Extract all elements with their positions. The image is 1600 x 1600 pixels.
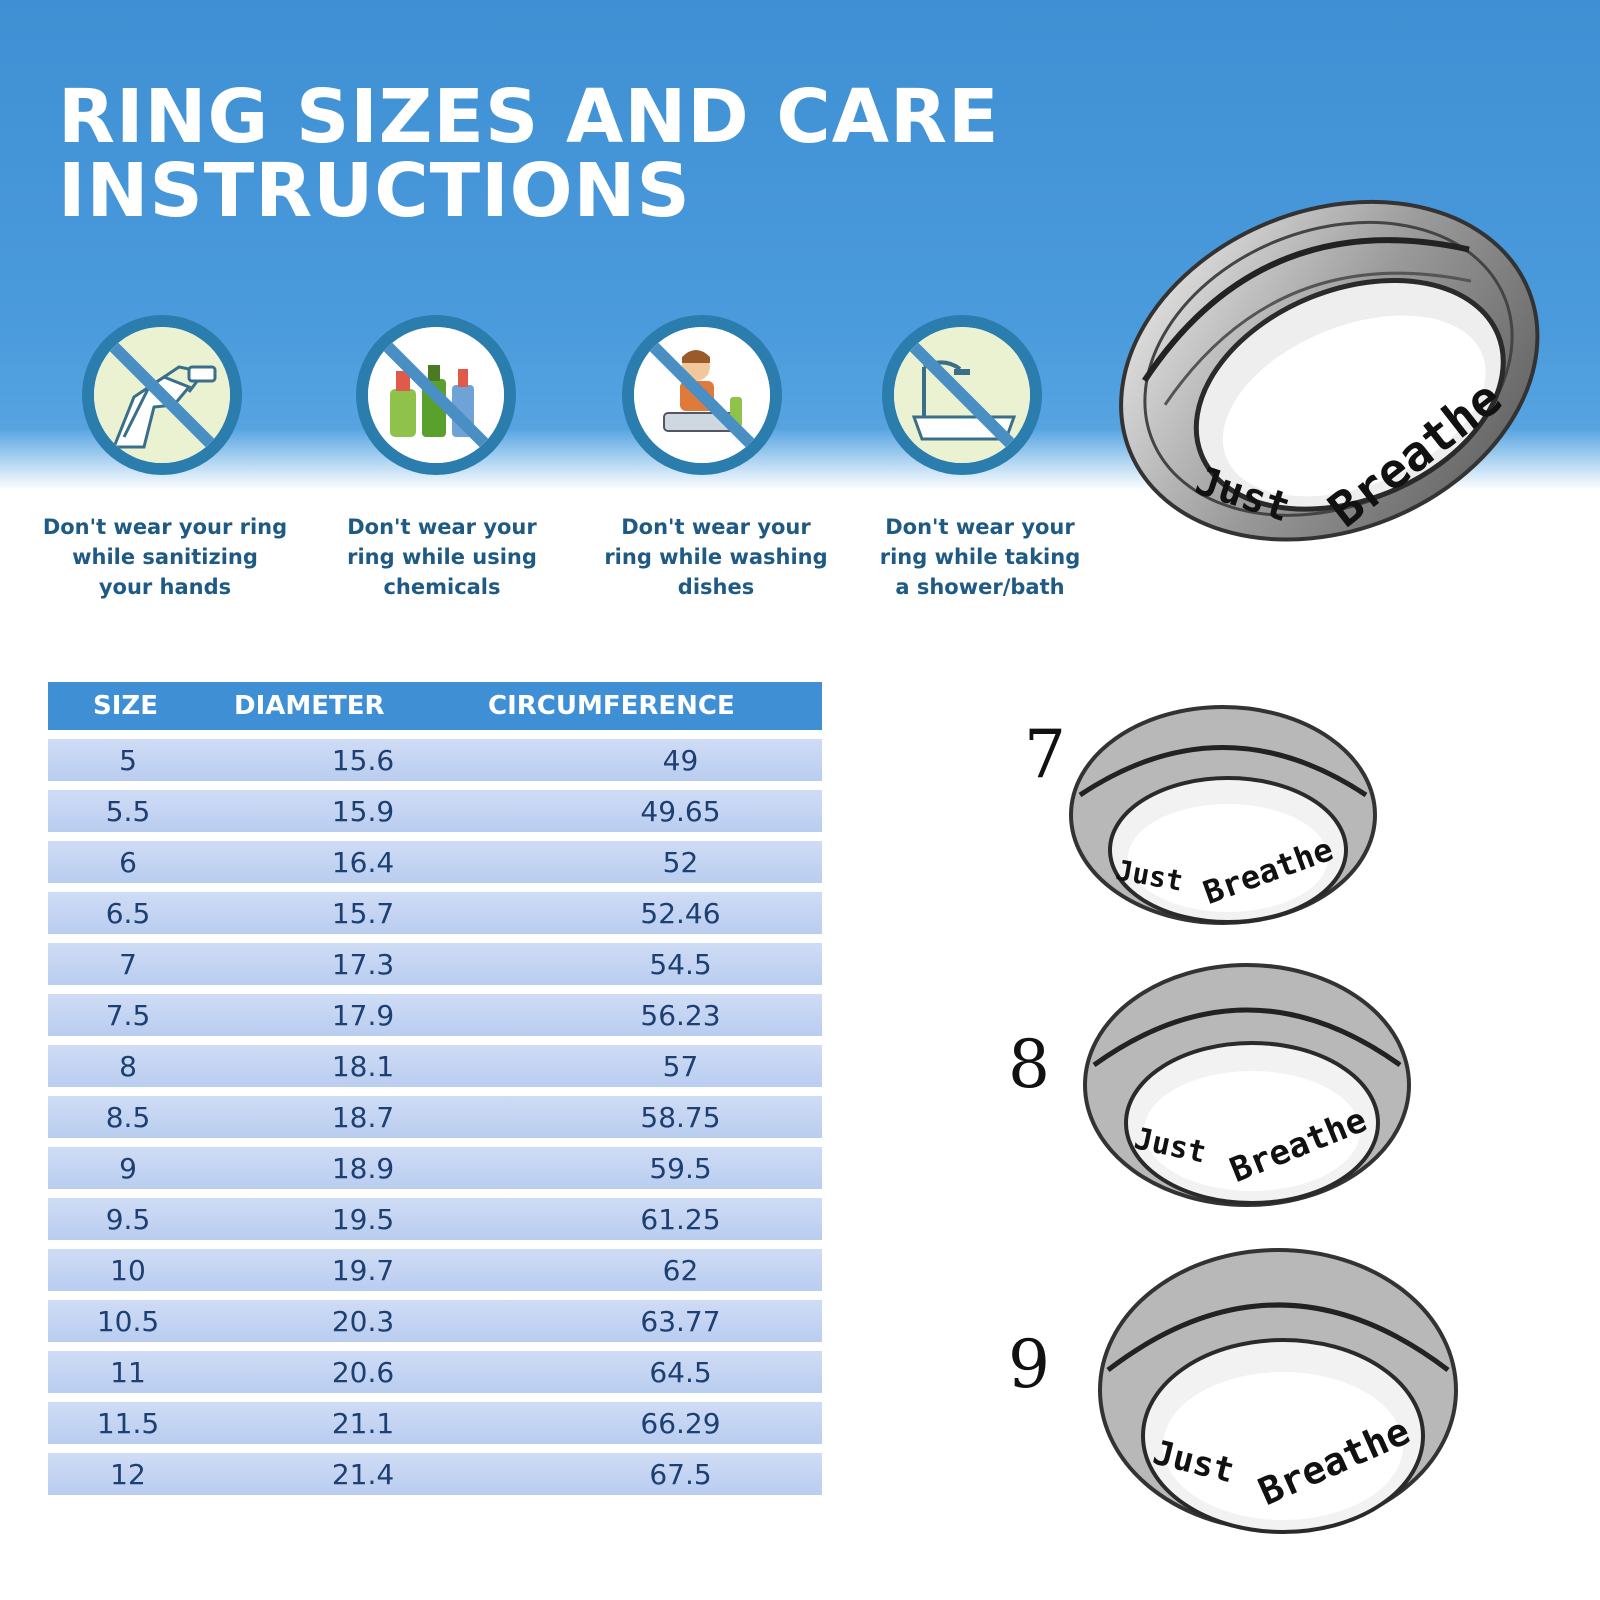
cell-size: 6 (119, 846, 137, 879)
caption-line: Don't wear your ring (42, 515, 288, 539)
cell-circumference: 62 (662, 1254, 699, 1287)
cell-circumference: 67.5 (649, 1458, 712, 1491)
ring-size-7-image: Just Breathe (1058, 700, 1388, 940)
table-header-row: SIZE DIAMETER CIRCUMFERENCE (48, 682, 822, 730)
ring-size-7-label: 7 (1024, 716, 1066, 793)
cell-circumference: 49 (662, 744, 699, 777)
header-circumference: CIRCUMFERENCE (488, 691, 735, 721)
cell-size: 6.5 (105, 897, 151, 930)
care-caption-shower: Don't wear your ring while taking a show… (850, 512, 1110, 602)
cell-diameter: 19.7 (331, 1254, 395, 1287)
shower-bath-icon (882, 315, 1042, 475)
cell-diameter: 20.3 (331, 1305, 395, 1338)
caption-line: Don't wear your (347, 515, 537, 539)
cell-diameter: 15.7 (331, 897, 395, 930)
cell-circumference: 58.75 (640, 1101, 721, 1134)
table-row: 8.5 18.7 58.75 (48, 1096, 822, 1138)
cell-diameter: 21.1 (331, 1407, 395, 1440)
cell-circumference: 61.25 (640, 1203, 721, 1236)
cell-size: 11 (110, 1356, 146, 1389)
table-row: 9 18.9 59.5 (48, 1147, 822, 1189)
table-row: 12 21.4 67.5 (48, 1453, 822, 1495)
washing-dishes-icon (622, 315, 782, 475)
header-diameter: DIAMETER (234, 691, 385, 721)
cell-size: 12 (110, 1458, 146, 1491)
cell-circumference: 63.77 (640, 1305, 721, 1338)
table-row: 10 19.7 62 (48, 1249, 822, 1291)
cell-diameter: 18.1 (331, 1050, 395, 1083)
caption-line: dishes (677, 575, 755, 599)
table-row: 11.5 21.1 66.29 (48, 1402, 822, 1444)
cell-diameter: 19.5 (331, 1203, 395, 1236)
table-row: 6 16.4 52 (48, 841, 822, 883)
cell-size: 7 (119, 948, 137, 981)
care-caption-dishes: Don't wear your ring while washing dishe… (586, 512, 846, 602)
table-row: 9.5 19.5 61.25 (48, 1198, 822, 1240)
table-row: 10.5 20.3 63.77 (48, 1300, 822, 1342)
cell-circumference: 52 (662, 846, 699, 879)
cell-size: 11.5 (96, 1407, 160, 1440)
sanitizer-hands-icon (82, 315, 242, 475)
cell-diameter: 18.7 (331, 1101, 395, 1134)
cell-size: 5 (119, 744, 137, 777)
cell-size: 7.5 (105, 999, 151, 1032)
caption-line: a shower/bath (895, 575, 1065, 599)
ring-size-9-image: Just Breathe (1088, 1240, 1468, 1560)
chemicals-bottles-icon (356, 315, 516, 475)
caption-line: your hands (98, 575, 232, 599)
cell-size: 9 (119, 1152, 137, 1185)
caption-line: while sanitizing (72, 545, 258, 569)
cell-diameter: 20.6 (331, 1356, 395, 1389)
header-size: SIZE (93, 691, 159, 721)
cell-circumference: 59.5 (649, 1152, 712, 1185)
cell-diameter: 15.9 (331, 795, 395, 828)
cell-diameter: 17.3 (331, 948, 395, 981)
table-row: 5.5 15.9 49.65 (48, 790, 822, 832)
ring-size-table: SIZE DIAMETER CIRCUMFERENCE 5 15.6 49 5.5 15… (48, 682, 822, 1495)
title-line-1: RING SIZES AND CARE (58, 74, 1000, 160)
table-body: 5 15.6 49 5.5 15.9 49.65 6 16.4 52 6.5 15.7 52.46 7 1… (48, 739, 822, 1495)
table-row: 8 18.1 57 (48, 1045, 822, 1087)
cell-circumference: 57 (662, 1050, 699, 1083)
ring-large-image: Just Breathe (1098, 150, 1568, 610)
caption-line: ring while washing (604, 545, 828, 569)
cell-circumference: 56.23 (640, 999, 721, 1032)
cell-diameter: 16.4 (331, 846, 395, 879)
cell-diameter: 17.9 (331, 999, 395, 1032)
title-line-2: INSTRUCTIONS (58, 148, 691, 234)
caption-line: Don't wear your (621, 515, 811, 539)
cell-circumference: 64.5 (649, 1356, 712, 1389)
page-title: RING SIZES AND CARE INSTRUCTIONS (58, 80, 1058, 228)
cell-size: 8 (119, 1050, 137, 1083)
cell-size: 10 (110, 1254, 146, 1287)
cell-circumference: 49.65 (640, 795, 721, 828)
ring-size-8-label: 8 (1008, 1026, 1050, 1103)
cell-size: 10.5 (96, 1305, 160, 1338)
table-row: 7.5 17.9 56.23 (48, 994, 822, 1036)
table-row: 7 17.3 54.5 (48, 943, 822, 985)
caption-line: ring while taking (879, 545, 1081, 569)
table-row: 5 15.6 49 (48, 739, 822, 781)
cell-circumference: 66.29 (640, 1407, 721, 1440)
caption-line: ring while using (347, 545, 537, 569)
cell-size: 5.5 (105, 795, 151, 828)
ring-size-8-image: Just Breathe (1072, 955, 1422, 1225)
caption-line: Don't wear your (885, 515, 1075, 539)
cell-size: 8.5 (105, 1101, 151, 1134)
care-caption-sanitizing: Don't wear your ring while sanitizing yo… (35, 512, 295, 602)
cell-size: 9.5 (105, 1203, 151, 1236)
ring-size-9-label: 9 (1008, 1326, 1050, 1403)
table-row: 6.5 15.7 52.46 (48, 892, 822, 934)
cell-diameter: 15.6 (331, 744, 395, 777)
caption-line: chemicals (383, 575, 501, 599)
cell-circumference: 52.46 (640, 897, 721, 930)
cell-diameter: 18.9 (331, 1152, 395, 1185)
cell-circumference: 54.5 (649, 948, 712, 981)
cell-diameter: 21.4 (331, 1458, 395, 1491)
table-row: 11 20.6 64.5 (48, 1351, 822, 1393)
care-caption-chemicals: Don't wear your ring while using chemica… (312, 512, 572, 602)
